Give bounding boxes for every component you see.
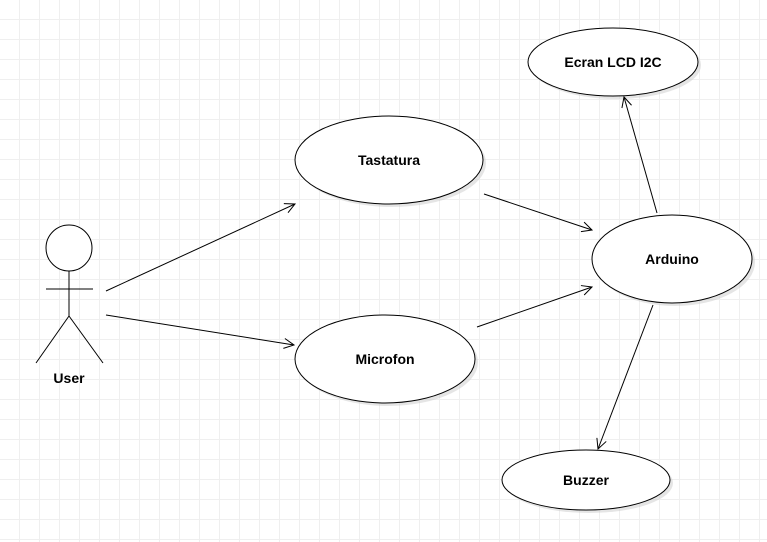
actor-right-leg	[68, 315, 104, 364]
usecase-buzzer-label: Buzzer	[563, 472, 609, 488]
usecase-buzzer-shape	[501, 449, 671, 511]
arrow-arduino-to-lcd	[624, 97, 658, 214]
usecase-arduino[interactable]: Arduino	[591, 214, 755, 306]
usecase-microfon-label: Microfon	[355, 351, 414, 367]
usecase-lcd[interactable]: Ecran LCD I2C	[527, 27, 701, 99]
actor-head	[45, 224, 93, 272]
usecase-tastatura-shape	[294, 115, 484, 205]
arrow-microfon-to-arduino	[476, 287, 592, 328]
usecase-lcd-label: Ecran LCD I2C	[564, 54, 661, 70]
arrow-user-to-tastatura	[105, 204, 295, 292]
usecase-buzzer[interactable]: Buzzer	[501, 449, 673, 513]
usecase-lcd-shape	[527, 27, 699, 97]
usecase-microfon-shape	[294, 314, 476, 404]
usecase-tastatura[interactable]: Tastatura	[294, 115, 486, 207]
arrow-tastatura-to-arduino	[483, 193, 592, 230]
usecase-microfon[interactable]: Microfon	[294, 314, 478, 406]
actor-user[interactable]: User	[35, 224, 104, 386]
arrow-user-to-microfon	[105, 314, 294, 345]
actor-left-leg	[35, 315, 70, 364]
actor-label: User	[53, 370, 85, 386]
usecase-arduino-shape	[591, 214, 753, 304]
usecase-arduino-label: Arduino	[645, 251, 699, 267]
arrow-arduino-to-buzzer	[598, 304, 654, 449]
usecase-tastatura-label: Tastatura	[358, 152, 420, 168]
